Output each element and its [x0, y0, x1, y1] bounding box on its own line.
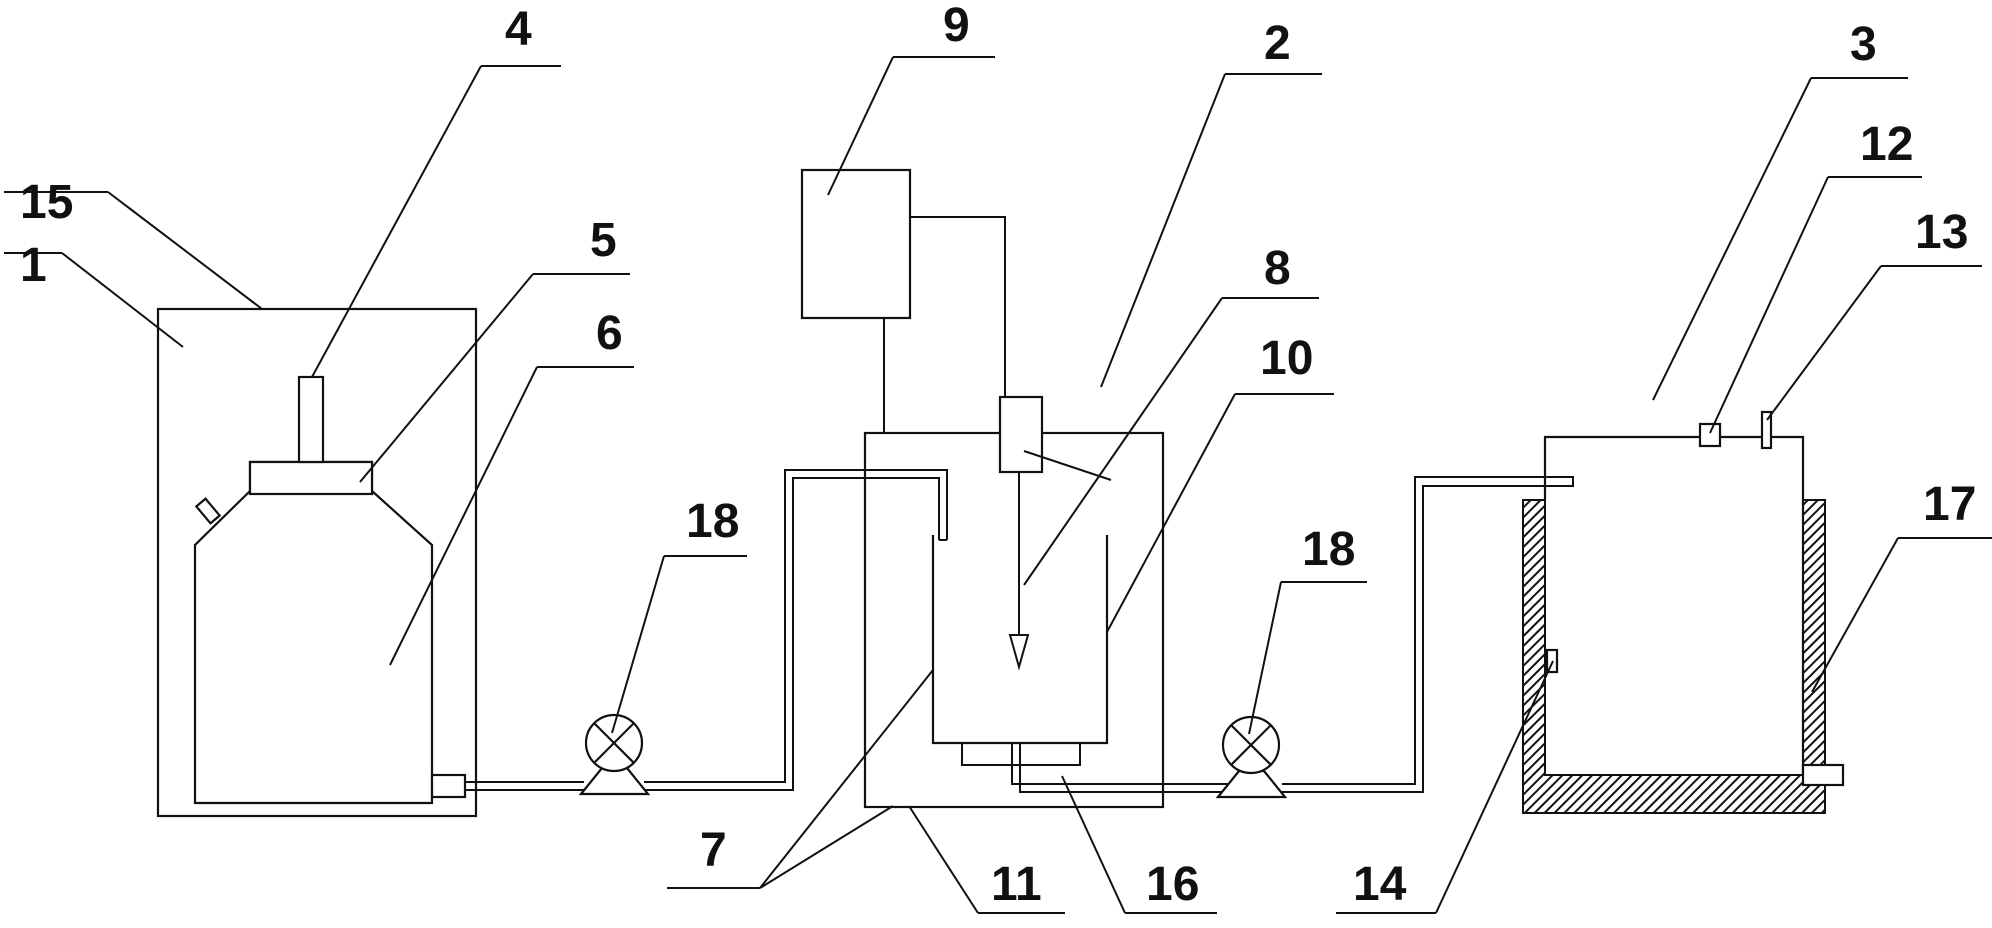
- callout-4: 4: [505, 3, 532, 56]
- callout-9: 9: [943, 0, 970, 52]
- reaction-vessel: [931, 535, 1233, 793]
- enclosure-cabinet: [156, 307, 478, 818]
- inlet-port: [1698, 422, 1722, 448]
- callout-18-left: 18: [686, 495, 739, 548]
- callout-7: 7: [700, 824, 727, 877]
- stirrer-motor: [998, 395, 1044, 671]
- callout-5: 5: [590, 214, 617, 267]
- callout-1: 1: [20, 239, 47, 292]
- reactor-housing: [863, 431, 1165, 809]
- pump-left: [578, 713, 651, 796]
- outlet-valve: [430, 773, 467, 799]
- vent-tube: [297, 375, 325, 464]
- drain-outlet: [1801, 763, 1845, 787]
- callout-18-right: 18: [1302, 523, 1355, 576]
- callout-13: 13: [1915, 206, 1968, 259]
- controller-box: [800, 168, 1006, 433]
- collection-tank: [1522, 410, 1845, 814]
- callout-10: 10: [1260, 332, 1313, 385]
- insulation-jacket: [1522, 499, 1826, 814]
- callout-2: 2: [1264, 17, 1291, 70]
- callout-8: 8: [1264, 242, 1291, 295]
- callout-15: 15: [20, 176, 73, 229]
- pump-right: [1215, 715, 1288, 799]
- leader-lines: [4, 56, 1992, 914]
- callout-12: 12: [1860, 118, 1913, 171]
- callout-6: 6: [596, 307, 623, 360]
- callout-14: 14: [1353, 858, 1407, 911]
- callout-labels: 4 15 1 5 6 18 9 2 8 10 7 11 16 18 14 3 1…: [20, 0, 1976, 911]
- relief-valve: [1760, 410, 1773, 450]
- callout-17: 17: [1923, 478, 1976, 531]
- side-nozzle: [194, 497, 222, 525]
- callout-11: 11: [991, 858, 1042, 911]
- callout-16: 16: [1146, 858, 1199, 911]
- callout-3: 3: [1850, 18, 1877, 71]
- bottle-cap: [248, 460, 374, 496]
- feed-pipe-left: [465, 469, 948, 791]
- storage-bottle: [193, 375, 467, 805]
